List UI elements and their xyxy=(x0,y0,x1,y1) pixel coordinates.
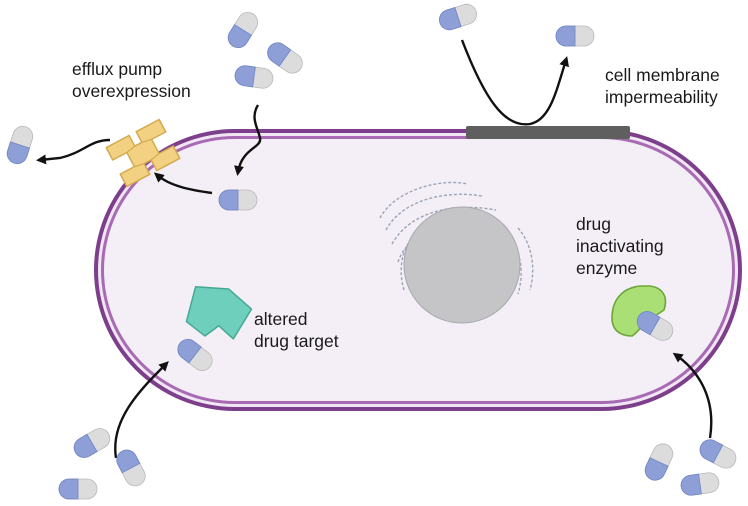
membrane-label-line2: impermeability xyxy=(605,87,718,107)
target-entry-arrow xyxy=(114,361,169,459)
efflux-pump-icon xyxy=(105,118,181,188)
drug-capsule-icon xyxy=(679,470,721,498)
drug-capsule-icon xyxy=(555,25,595,47)
drug-capsule-icon xyxy=(436,1,480,33)
altered-target-label-line1: altered xyxy=(254,309,308,329)
impermeable-membrane-patch xyxy=(466,126,630,139)
enzyme-label-line1: drug xyxy=(576,214,612,234)
enzyme-label-line3: enzyme xyxy=(576,258,638,278)
efflux-pump-label-line1: efflux pump xyxy=(72,59,163,79)
enzyme-label-line2: inactivating xyxy=(576,236,664,256)
altered-target-label-line2: drug target xyxy=(254,331,339,351)
drug-capsule-icon xyxy=(223,8,263,52)
influx-arrow xyxy=(234,104,262,176)
drug-capsule-icon xyxy=(218,189,258,211)
drug-capsule-icon xyxy=(58,478,98,500)
blocked-entry-arrow xyxy=(460,39,569,126)
pump-intake-arrow xyxy=(153,172,213,195)
drug-capsule-icon xyxy=(70,424,114,462)
membrane-label-line1: cell membrane xyxy=(605,65,720,85)
drug-capsule-icon xyxy=(233,63,275,91)
altered-target-icon xyxy=(185,285,253,340)
efflux-arrow xyxy=(36,138,111,165)
nucleoid-icon xyxy=(379,181,534,324)
drug-capsule-icon xyxy=(696,435,740,473)
enzyme-entry-arrow xyxy=(672,352,713,439)
drug-capsule-icon xyxy=(641,440,677,484)
efflux-pump-label-line2: overexpression xyxy=(72,81,191,101)
drug-capsule-icon xyxy=(112,446,150,490)
drug-capsule-icon xyxy=(4,123,36,167)
